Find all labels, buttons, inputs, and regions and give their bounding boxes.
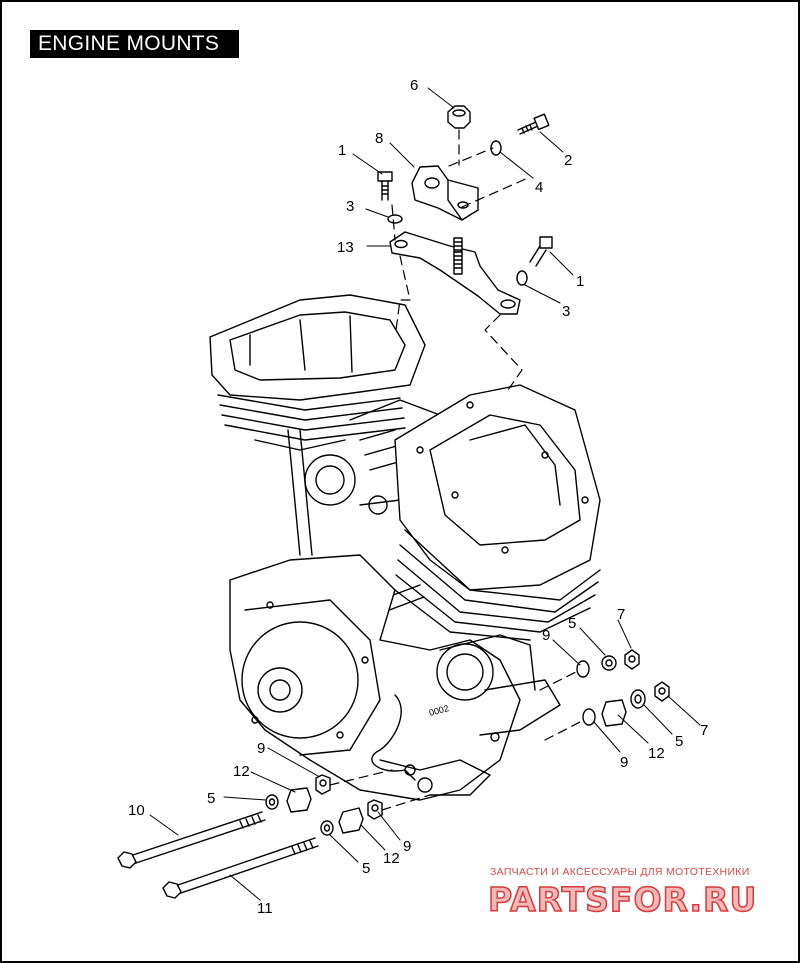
- callout-10: 10: [128, 802, 145, 819]
- callout-2: 2: [564, 152, 572, 169]
- callout-12-right: 12: [648, 745, 665, 762]
- part-10-long-bolt: [117, 811, 266, 869]
- callout-7-lower: 7: [700, 722, 708, 739]
- watermark-tagline: ЗАПЧАСТИ И АКСЕССУАРЫ ДЛЯ МОТОТЕХНИКИ: [490, 866, 750, 878]
- assembly-lines-left: [329, 769, 431, 811]
- lower-right-stack-lower: [582, 681, 670, 727]
- callout-5-lower-right: 5: [675, 733, 683, 750]
- part-1-bolt-left: [377, 171, 393, 201]
- callout-7-upper: 7: [617, 606, 625, 623]
- callout-3-right: 3: [562, 303, 570, 320]
- lower-left-stack-lower: [320, 799, 383, 836]
- part-11-long-bolt: [162, 837, 319, 899]
- callout-numbers: 6 8 1 3 13 2 4 1 3 7 5 9 7 5 12 9 9 12 5…: [128, 77, 708, 917]
- part-8-bracket: [411, 165, 479, 221]
- part-3-lockwasher-left: [387, 214, 403, 224]
- watermark-logo: PARTSFOR.RU: [487, 879, 758, 920]
- part-3-lockwasher-right: [516, 270, 528, 286]
- callout-1-left: 1: [338, 142, 346, 159]
- callout-13: 13: [337, 239, 354, 256]
- callout-12-left: 12: [233, 763, 250, 780]
- engine-assembly: [209, 294, 601, 801]
- lower-left-stack-upper: [265, 774, 331, 813]
- callout-8: 8: [375, 130, 383, 147]
- callout-3-left: 3: [346, 198, 354, 215]
- callout-4: 4: [535, 179, 543, 196]
- callout-5-bottom: 5: [362, 860, 370, 877]
- callout-11: 11: [257, 900, 273, 917]
- callout-6: 6: [410, 77, 418, 94]
- part-6-nut: [447, 105, 471, 129]
- callout-5-left: 5: [207, 790, 215, 807]
- callout-9-right: 9: [620, 754, 628, 771]
- callout-1-right: 1: [576, 273, 584, 290]
- callout-5-upper: 5: [568, 615, 576, 632]
- assembly-lines-top: [391, 129, 529, 391]
- part-1-bolt-right: [529, 236, 553, 267]
- link-studs: [453, 237, 463, 275]
- part-2-bolt: [517, 113, 550, 135]
- diagram-title: ENGINE MOUNTS: [30, 30, 239, 58]
- part-4-washer: [490, 140, 502, 156]
- leader-lines: [149, 87, 701, 901]
- assembly-lines-right: [539, 670, 585, 741]
- callout-9-upper: 9: [542, 627, 550, 644]
- lower-right-stack-upper: [576, 649, 640, 678]
- callout-9-left: 9: [257, 740, 265, 757]
- callout-9-bottom: 9: [403, 838, 411, 855]
- callout-12-bottom: 12: [383, 850, 400, 867]
